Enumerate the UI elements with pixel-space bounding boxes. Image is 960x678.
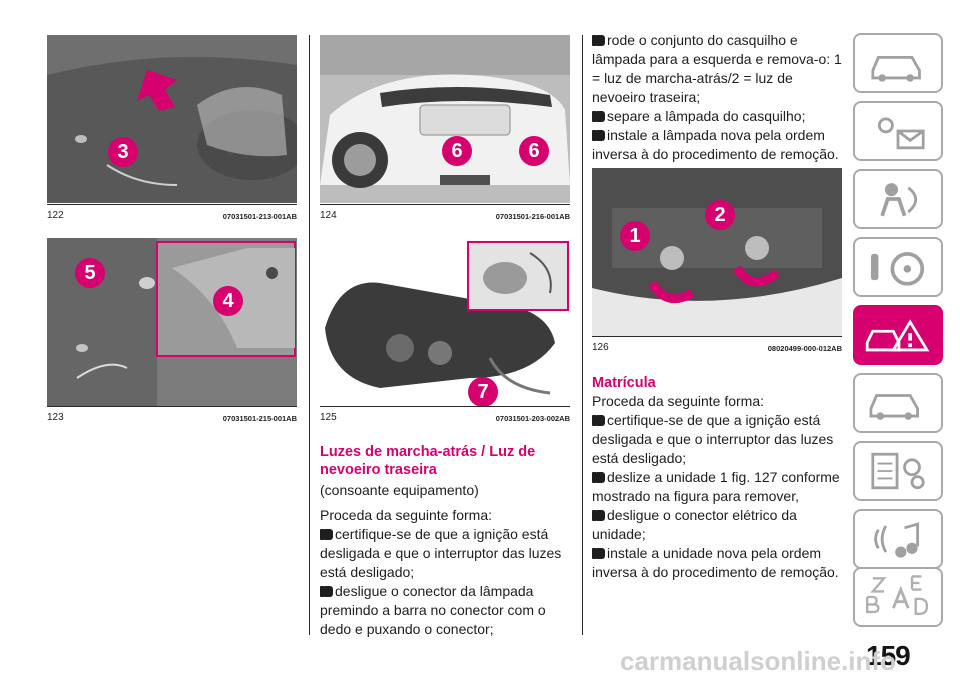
bullet-icon bbox=[592, 35, 605, 46]
warning-lights-icon bbox=[877, 117, 925, 150]
list-item: deslize a unidade 1 fig. 127 conforme mo… bbox=[592, 469, 840, 504]
figure-124-number: 124 bbox=[320, 210, 337, 221]
list-item: desligue o conector elétrico da unidade; bbox=[592, 507, 797, 542]
technical-data-icon bbox=[871, 452, 925, 490]
tab-safety[interactable] bbox=[853, 169, 943, 229]
list-item: instale a unidade nova pela ordem invers… bbox=[592, 545, 839, 580]
callout-6-right: 6 bbox=[519, 136, 549, 166]
tab-car-dashboard[interactable] bbox=[853, 33, 943, 93]
bullet-icon bbox=[592, 548, 605, 559]
section-reverse-body: (consoante equipamento) Proceda da segui… bbox=[320, 481, 570, 639]
section-plate-body: Proceda da seguinte forma: certifique-se… bbox=[592, 392, 844, 582]
bullet-icon bbox=[320, 529, 333, 540]
section-heading-reverse-lights: Luzes de marcha-atrás / Luz de nevoeiro … bbox=[320, 444, 536, 478]
section-plate-intro: Proceda da seguinte forma: bbox=[592, 393, 764, 409]
figure-122-photo bbox=[47, 35, 297, 203]
car-dashboard-icon bbox=[871, 56, 921, 82]
callout-7: 7 bbox=[468, 377, 498, 407]
bullet-icon bbox=[592, 415, 605, 426]
list-item: certifique-se de que a ignição está desl… bbox=[592, 412, 834, 466]
watermark-text: carmanualsonline.info bbox=[620, 646, 896, 676]
figure-123-caption-rule bbox=[47, 406, 297, 407]
figure-124-photo bbox=[320, 35, 570, 203]
bullet-icon bbox=[592, 130, 605, 141]
figure-126-number: 126 bbox=[592, 342, 609, 353]
callout-5: 5 bbox=[75, 258, 105, 288]
callout-3: 3 bbox=[108, 137, 138, 167]
section-reverse-intro: Proceda da seguinte forma: bbox=[320, 507, 492, 523]
list-item: rode o conjunto do casquilho e lâmpada p… bbox=[592, 32, 842, 105]
figure-123-code: 07031501-215-001AB bbox=[222, 414, 297, 423]
list-item: instale a lâmpada nova pela ordem invers… bbox=[592, 127, 839, 162]
column-divider-1 bbox=[309, 35, 310, 635]
figure-123-number: 123 bbox=[47, 412, 64, 423]
figure-126-photo bbox=[592, 168, 842, 336]
bullet-icon bbox=[592, 111, 605, 122]
list-item: certifique-se de que a ignição está desl… bbox=[320, 526, 562, 580]
car-service-icon bbox=[869, 394, 919, 420]
list-item: desligue o conector da lâmpada premindo … bbox=[320, 583, 546, 637]
emergency-icon bbox=[865, 319, 930, 352]
list-item: separe a lâmpada do casquilho; bbox=[592, 107, 844, 126]
figure-124-caption-rule bbox=[320, 204, 570, 205]
figure-125-caption-rule bbox=[320, 406, 570, 407]
bullet-icon bbox=[592, 510, 605, 521]
callout-6-left: 6 bbox=[442, 136, 472, 166]
tab-technical-data[interactable] bbox=[853, 441, 943, 501]
figure-125-photo bbox=[320, 238, 570, 406]
section-heading-license-plate: Matrícula bbox=[592, 375, 656, 391]
callout-4: 4 bbox=[213, 286, 243, 316]
tab-warning-lights[interactable] bbox=[853, 101, 943, 161]
figure-122-code: 07031501-213-001AB bbox=[222, 212, 297, 221]
tab-car-service[interactable] bbox=[853, 373, 943, 433]
tab-steering-start[interactable] bbox=[853, 237, 943, 297]
callout-2: 2 bbox=[705, 200, 735, 230]
alphabetical-index-icon bbox=[866, 575, 929, 615]
steering-wheel-icon bbox=[870, 252, 925, 286]
bullet-icon bbox=[320, 586, 333, 597]
bullet-icon bbox=[592, 472, 605, 483]
figure-122-caption-rule bbox=[47, 204, 297, 205]
section-reverse-subtitle: (consoante equipamento) bbox=[320, 482, 479, 498]
figure-125-code: 07031501-203-002AB bbox=[495, 414, 570, 423]
tab-emergency[interactable] bbox=[853, 305, 943, 365]
tab-alphabetical-index[interactable] bbox=[853, 567, 943, 627]
column-divider-2 bbox=[582, 35, 583, 635]
figure-122-number: 122 bbox=[47, 210, 64, 221]
figure-125-number: 125 bbox=[320, 412, 337, 423]
figure-126-caption-rule bbox=[592, 336, 842, 337]
multimedia-icon bbox=[874, 522, 919, 558]
column3-top-steps: rode o conjunto do casquilho e lâmpada p… bbox=[592, 31, 844, 164]
figure-126-code: 08020499-000-012AB bbox=[767, 344, 842, 353]
safety-airbag-icon bbox=[880, 183, 918, 217]
figure-124-code: 07031501-216-001AB bbox=[495, 212, 570, 221]
callout-1: 1 bbox=[620, 221, 650, 251]
page-number: 159 bbox=[866, 640, 911, 671]
tab-multimedia[interactable] bbox=[853, 509, 943, 569]
